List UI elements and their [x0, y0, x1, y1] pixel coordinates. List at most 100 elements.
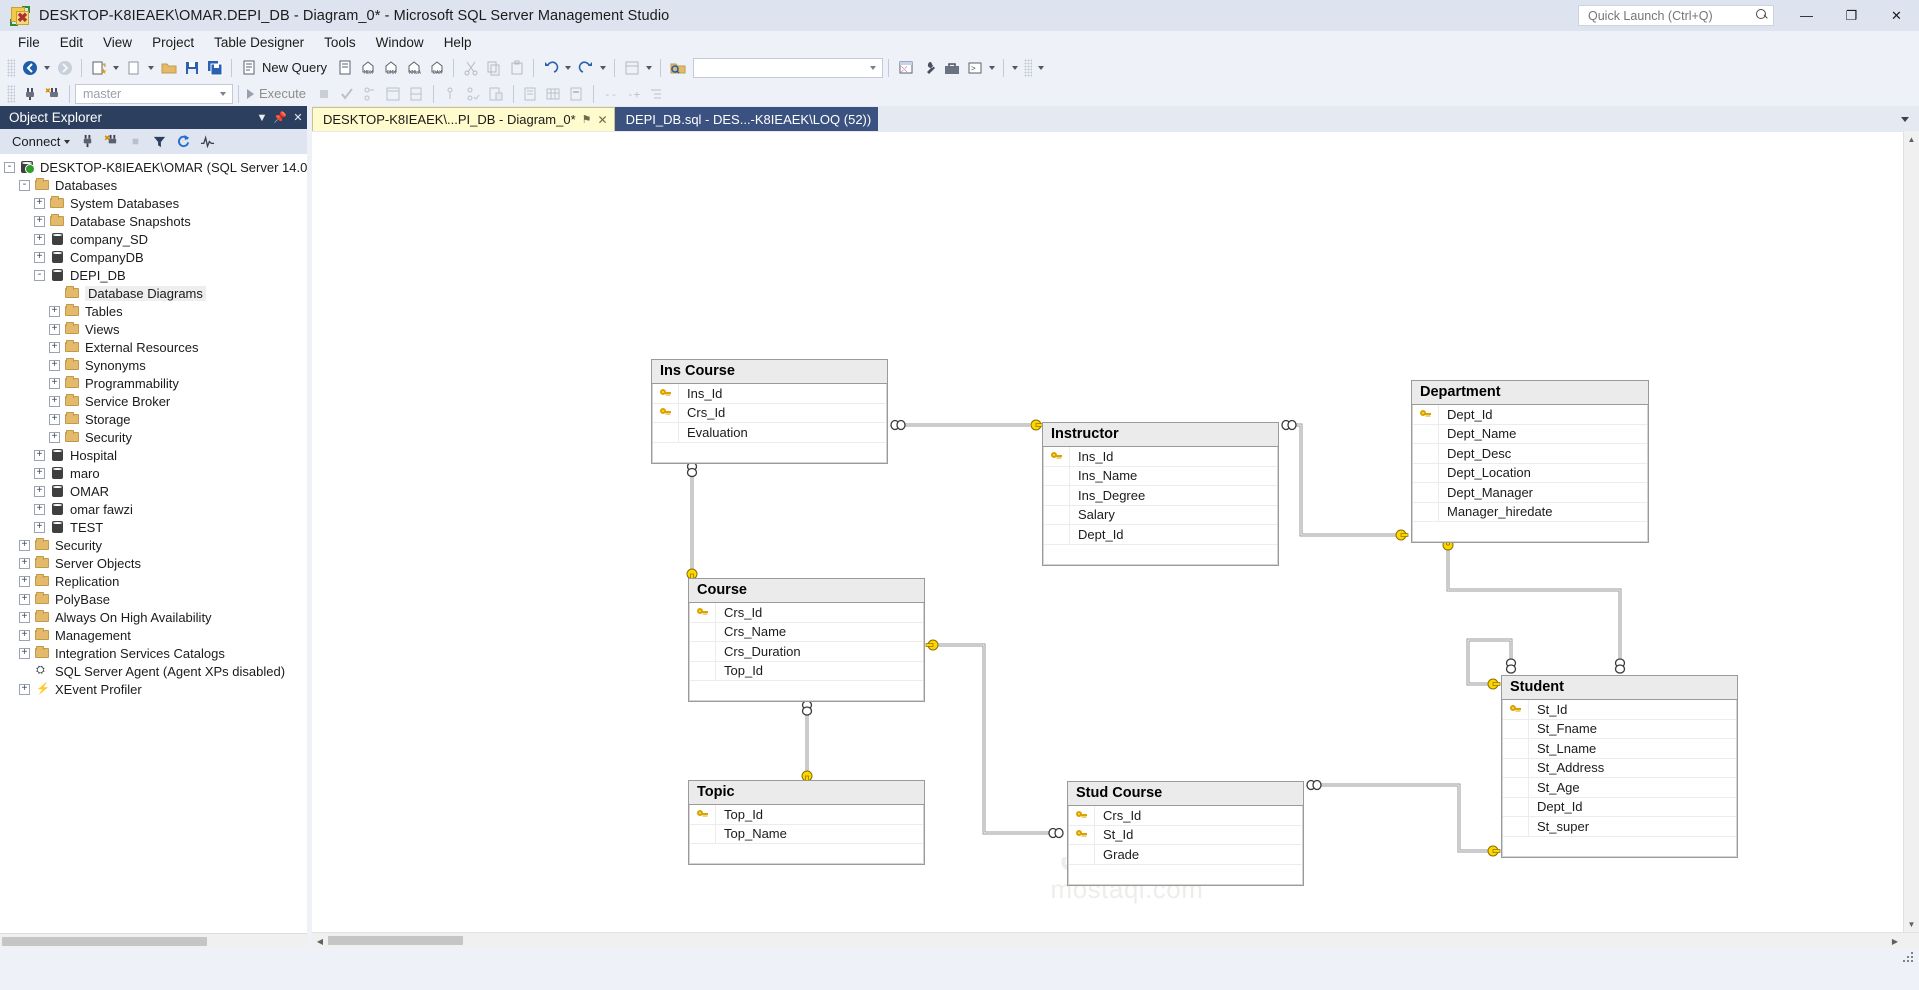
new-xmla-query-icon[interactable]: XMLA [402, 57, 425, 79]
expand-icon[interactable]: + [19, 611, 30, 623]
expand-icon[interactable]: + [34, 503, 45, 515]
table-column-row[interactable]: Dept_Name [1413, 424, 1647, 444]
results-to-text-icon[interactable] [519, 83, 542, 105]
new-query-button[interactable]: New Query [237, 57, 333, 79]
tree-node[interactable]: +Replication [0, 572, 307, 590]
paste-icon[interactable] [505, 57, 528, 79]
tree-node[interactable]: -Databases [0, 176, 307, 194]
menu-item-file[interactable]: File [18, 35, 40, 50]
chevron-down-icon[interactable] [216, 85, 230, 103]
tree-node[interactable]: -DEPI_DB [0, 266, 307, 284]
expand-icon[interactable]: + [34, 449, 45, 461]
expand-icon[interactable]: + [19, 539, 30, 551]
tab-list-dropdown-icon[interactable] [1897, 111, 1913, 127]
menu-item-window[interactable]: Window [375, 35, 424, 50]
redo-icon[interactable] [574, 57, 597, 79]
expand-icon[interactable]: + [49, 395, 60, 407]
tree-node[interactable]: +maro [0, 464, 307, 482]
expand-icon[interactable]: + [34, 215, 45, 227]
table-column-row[interactable]: St_super [1503, 817, 1736, 837]
tab-sql-file[interactable]: DEPI_DB.sql - DES...-K8IEAEK\LOQ (52)) [614, 107, 879, 131]
table-column-row[interactable]: Grade [1069, 845, 1302, 865]
expand-icon[interactable]: + [19, 683, 30, 695]
tree-node[interactable]: +Synonyms [0, 356, 307, 374]
toolbar-grip-2[interactable] [1024, 58, 1033, 77]
expand-icon[interactable]: + [19, 557, 30, 569]
expand-icon[interactable]: + [34, 251, 45, 263]
table-column-row[interactable]: Dept_Id [1503, 797, 1736, 817]
minimize-button[interactable]: — [1800, 8, 1813, 23]
undo-dropdown[interactable] [562, 57, 574, 79]
tree-node[interactable]: +PolyBase [0, 590, 307, 608]
menu-item-project[interactable]: Project [152, 35, 195, 50]
tree-node[interactable]: +Always On High Availability [0, 608, 307, 626]
close-icon[interactable]: ✕ [597, 112, 608, 127]
redo-dropdown[interactable] [597, 57, 609, 79]
properties-window-icon[interactable] [620, 57, 643, 79]
hscroll-thumb[interactable] [328, 936, 463, 945]
uncomment-lines-icon[interactable]: -+ [622, 83, 645, 105]
tree-node[interactable]: +External Resources [0, 338, 307, 356]
tree-node[interactable]: +⚡XEvent Profiler [0, 680, 307, 698]
quick-launch-box[interactable] [1578, 5, 1774, 26]
table-column-row[interactable]: Crs_Duration [690, 642, 923, 662]
scroll-left-arrow[interactable]: ◀ [312, 933, 328, 949]
tree-node[interactable]: +TEST [0, 518, 307, 536]
chevron-down-icon[interactable] [866, 59, 880, 77]
filter-icon[interactable] [148, 131, 170, 152]
table-column-row[interactable]: Top_Name [690, 824, 923, 844]
tree-node[interactable]: +Views [0, 320, 307, 338]
activity-monitor-icon[interactable] [196, 131, 218, 152]
expand-icon[interactable]: + [49, 377, 60, 389]
menu-item-help[interactable]: Help [443, 35, 472, 50]
navigate-back-icon[interactable] [18, 57, 41, 79]
table-column-row[interactable]: Manager_hiredate [1413, 502, 1647, 522]
find-in-files-icon[interactable] [666, 57, 689, 79]
scroll-down-arrow[interactable]: ▼ [1904, 916, 1919, 932]
open-file-icon[interactable] [157, 57, 180, 79]
tree-node[interactable]: +OMAR [0, 482, 307, 500]
expand-icon[interactable]: + [19, 575, 30, 587]
table-column-row[interactable]: Top_Id [690, 805, 923, 825]
table-column-row[interactable]: Ins_Degree [1044, 486, 1277, 506]
connect-plug-icon[interactable] [18, 83, 41, 105]
save-all-icon[interactable] [203, 57, 226, 79]
parse-check-icon[interactable] [336, 83, 359, 105]
tree-node[interactable]: +Database Snapshots [0, 212, 307, 230]
results-to-grid-icon[interactable] [542, 83, 565, 105]
table-column-row[interactable]: Top_Id [690, 661, 923, 681]
chevron-down-icon[interactable] [64, 139, 71, 144]
tree-node[interactable]: +Security [0, 428, 307, 446]
menu-item-edit[interactable]: Edit [59, 35, 84, 50]
collapse-icon[interactable]: - [34, 269, 45, 281]
table-column-row[interactable]: Crs_Id [653, 403, 886, 423]
command-window-dropdown[interactable] [986, 57, 998, 79]
tree-node[interactable]: -DESKTOP-K8IEAEK\OMAR (SQL Server 14.0.2… [0, 158, 307, 176]
table-column-row[interactable]: St_Lname [1503, 739, 1736, 759]
toolbox-icon[interactable] [940, 57, 963, 79]
stop-icon[interactable] [124, 131, 146, 152]
chevron-down-icon[interactable]: ▼ [256, 111, 268, 124]
table-column-row[interactable]: Ins_Id [653, 384, 886, 404]
new-dax-query-icon[interactable]: DAX [425, 57, 448, 79]
tree-node[interactable]: +CompanyDB [0, 248, 307, 266]
toolbar-overflow-2[interactable] [1035, 57, 1047, 79]
expand-icon[interactable]: + [19, 629, 30, 641]
tree-node[interactable]: ⛭SQL Server Agent (Agent XPs disabled) [0, 662, 307, 680]
vscroll-track[interactable] [1904, 147, 1919, 916]
table-column-row[interactable]: Ins_Id [1044, 447, 1277, 467]
table-column-row[interactable]: Dept_Desc [1413, 444, 1647, 464]
new-item-icon[interactable] [122, 57, 145, 79]
save-icon[interactable] [180, 57, 203, 79]
expand-icon[interactable]: + [19, 593, 30, 605]
table-column-row[interactable]: Dept_Id [1044, 525, 1277, 545]
expand-icon[interactable]: + [49, 323, 60, 335]
new-project-dropdown[interactable] [110, 57, 122, 79]
diagram-canvas[interactable]: مستقل mostaql.com Ins CourseIns_IdCrs_Id… [312, 131, 1903, 932]
table-column-row[interactable]: Evaluation [653, 423, 886, 443]
expand-icon[interactable]: + [49, 431, 60, 443]
